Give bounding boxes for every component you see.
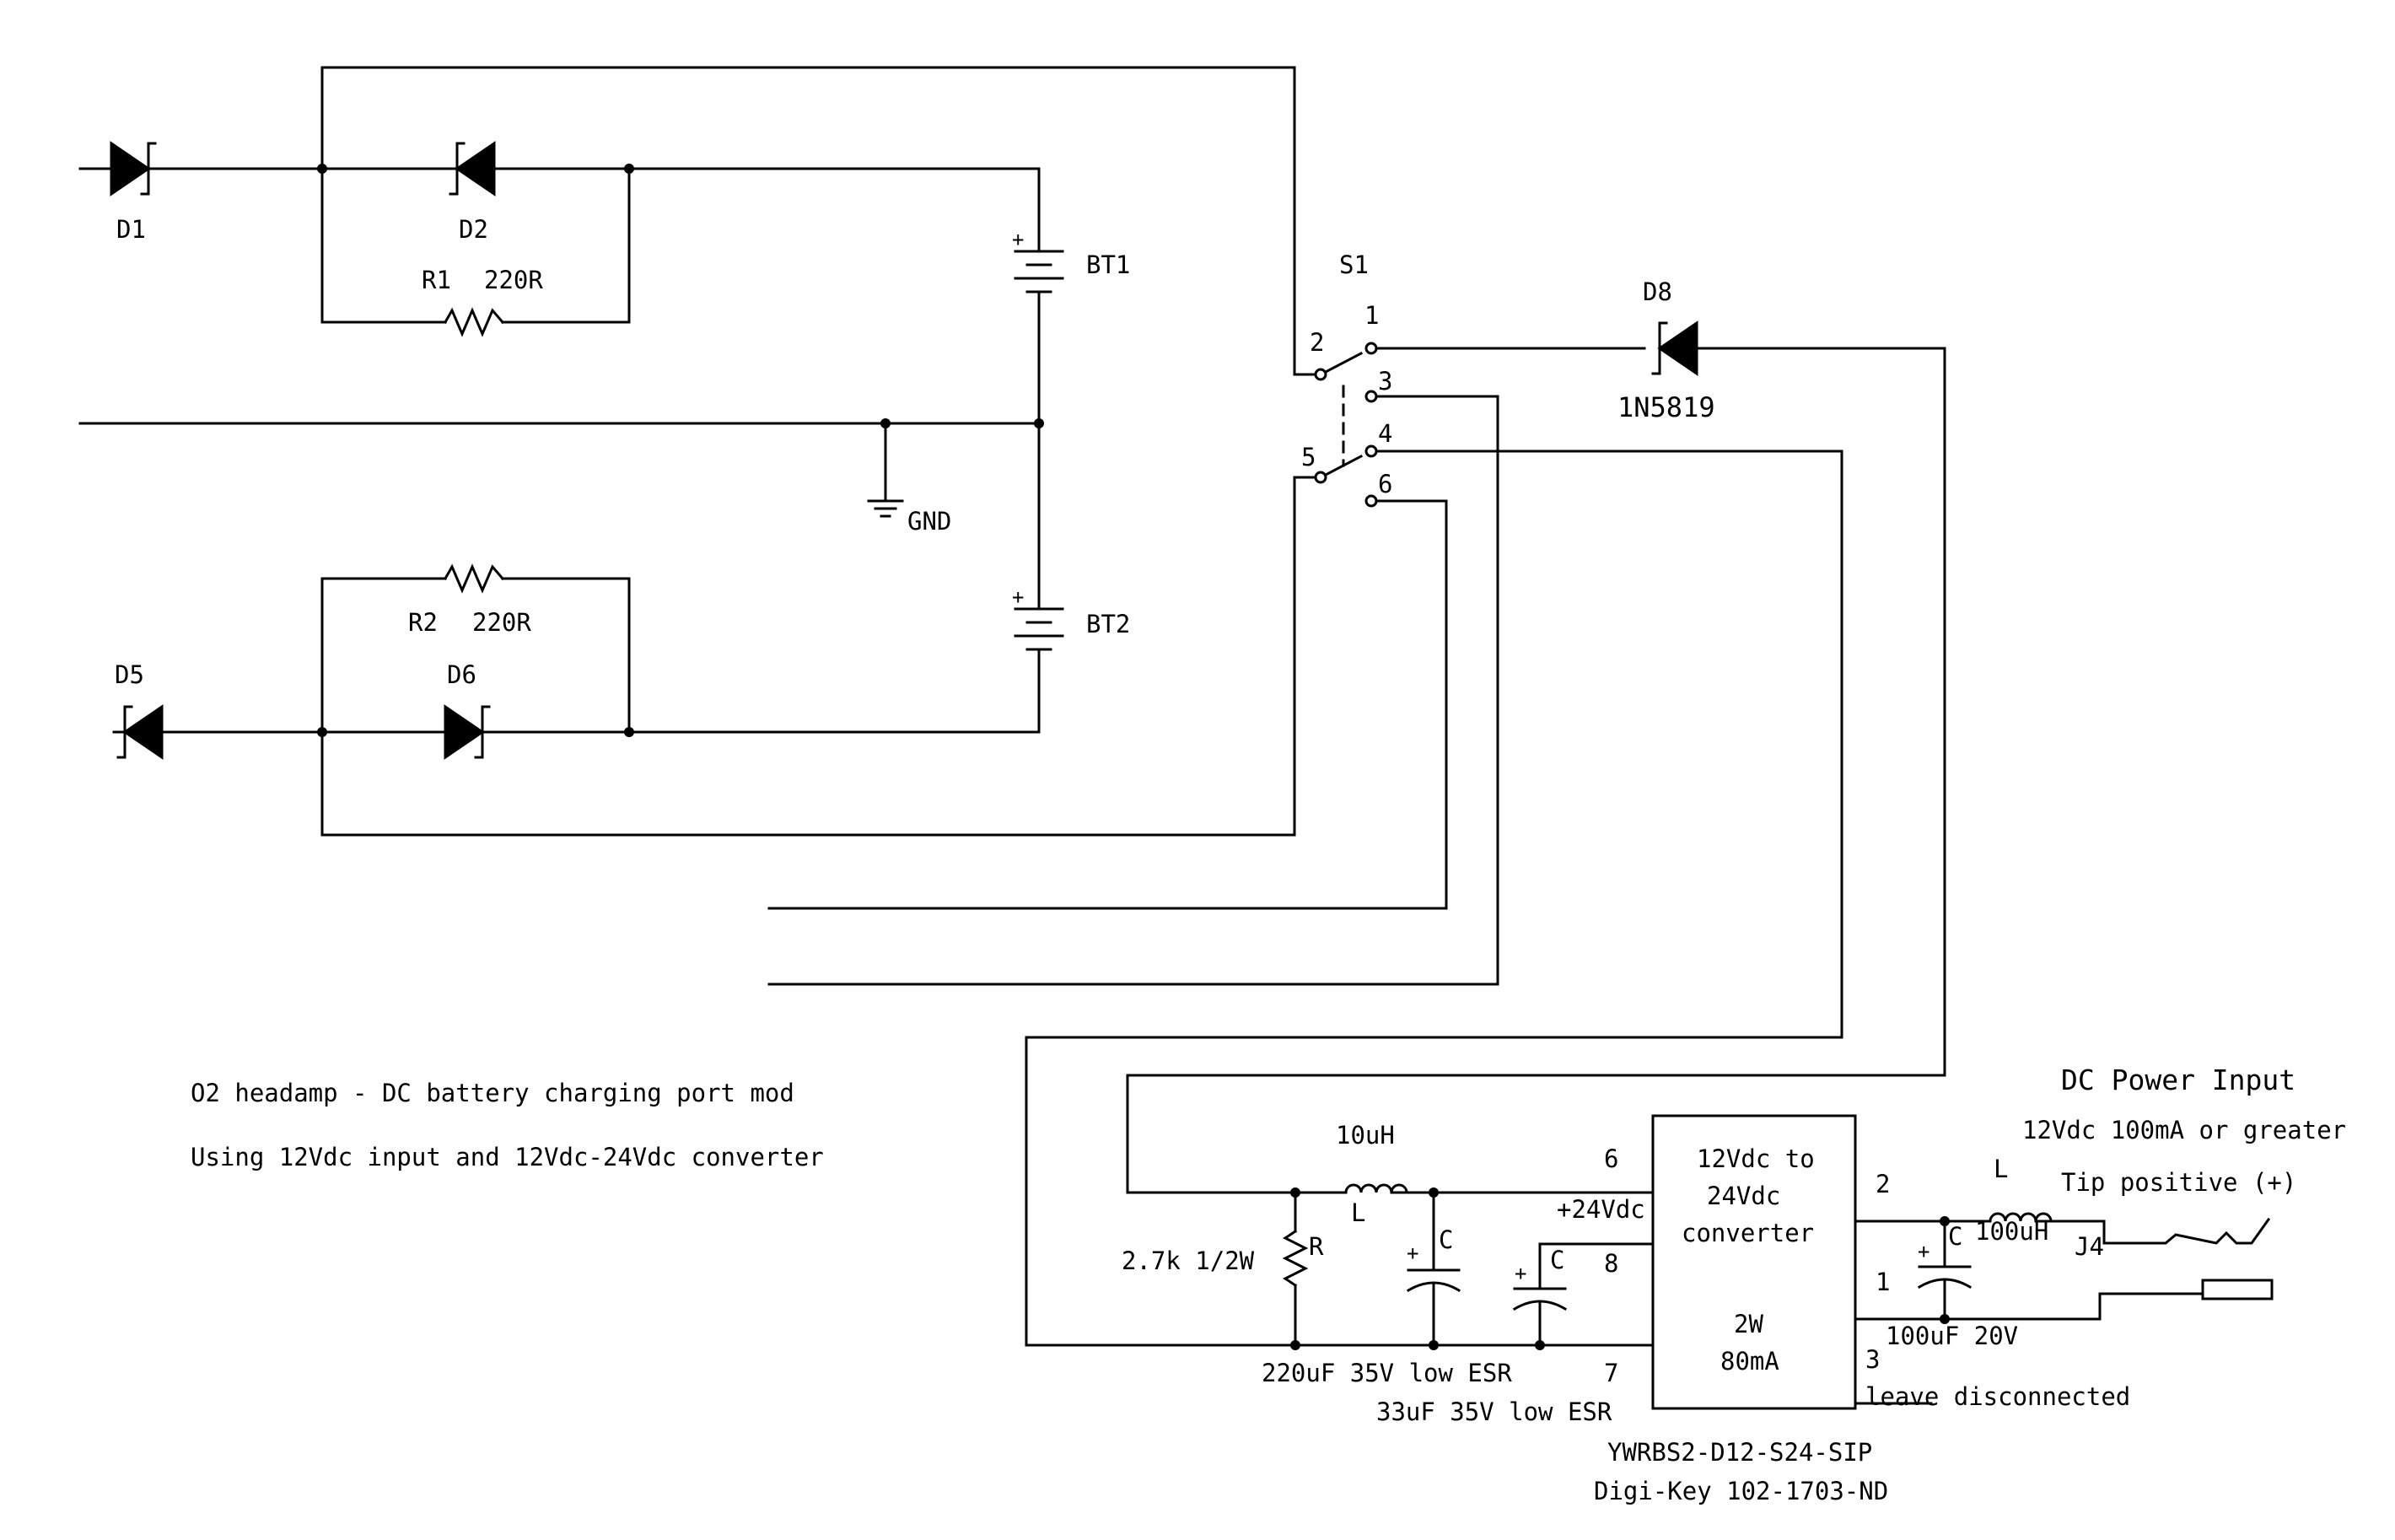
resistor-r1: [443, 307, 505, 337]
label-cap-220uf-value: 220uF 35V low ESR: [1262, 1359, 1512, 1387]
label-converter-vendor: Digi-Key 102-1703-ND: [1594, 1477, 1888, 1505]
label-converter-pin2: 2: [1876, 1170, 1890, 1198]
diode-d2: [449, 141, 496, 197]
label-converter-pin7: 7: [1604, 1359, 1618, 1387]
label-d5: D5: [115, 660, 144, 689]
label-bt1: BT1: [1086, 250, 1130, 279]
label-inductor-10uh-ref: L: [1351, 1198, 1365, 1227]
junctions-left: [317, 164, 1044, 737]
label-converter-pin3-note: leave disconnected: [1865, 1382, 2130, 1411]
resistor-2-7k: [1282, 1229, 1309, 1288]
label-r2: R2: [408, 608, 438, 637]
inductor-100uh: [1989, 1212, 2053, 1223]
label-cap-100uf-ref: C: [1948, 1222, 1962, 1251]
wire-bottom-loop: [320, 476, 1317, 837]
junctions-input: [1940, 1216, 1950, 1324]
label-jack-j4: J4: [2075, 1232, 2104, 1261]
battery-charging-network: [78, 66, 1317, 837]
label-r2-value: 220R: [472, 608, 531, 637]
note-title: O2 headamp - DC battery charging port mo…: [191, 1079, 794, 1107]
labels: D1 D2 R1 220R + BT1 GND R2 220R + BT2 D5…: [115, 215, 2346, 1505]
diode-d5: [116, 704, 164, 760]
diode-d8: [1651, 320, 1698, 376]
battery-bt2: [1014, 607, 1064, 651]
label-r1: R1: [422, 266, 451, 294]
label-s1-pin5: 5: [1301, 443, 1316, 471]
label-cap-220uf-ref: C: [1439, 1225, 1453, 1254]
label-s1-pin2: 2: [1310, 328, 1324, 357]
input-filter: [1854, 1212, 2274, 1405]
label-power-input-title: DC Power Input: [2061, 1063, 2295, 1096]
switch-s1: [1314, 342, 1378, 508]
label-d8-value: 1N5819: [1617, 391, 1715, 423]
label-s1-pin6: 6: [1378, 470, 1392, 498]
label-gnd: GND: [907, 507, 951, 536]
label-d2: D2: [459, 215, 488, 244]
label-bt2: BT2: [1086, 610, 1130, 638]
label-inductor-10uh-value: 10uH: [1336, 1121, 1395, 1150]
label-converter-line4: 2W: [1734, 1310, 1763, 1338]
jack-tip: [2102, 1217, 2271, 1245]
wire-r2-loop: [320, 577, 447, 734]
label-s1: S1: [1339, 250, 1369, 279]
label-cap-100uf-value: 100uF 20V: [1886, 1322, 2018, 1350]
label-bt1-plus: +: [1012, 228, 1024, 251]
label-inductor-100uh-ref: L: [1994, 1155, 2008, 1183]
label-cap-220uf-plus: +: [1407, 1241, 1418, 1265]
label-converter-line1: 12Vdc to: [1697, 1144, 1815, 1173]
label-power-input-polarity: Tip positive (+): [2061, 1168, 2296, 1197]
wire-r2-right: [501, 577, 631, 734]
converter-module: [1651, 1114, 1857, 1410]
resistor-r2: [443, 563, 505, 594]
wire-r1-right: [501, 167, 631, 324]
label-converter-line2: 24Vdc: [1707, 1182, 1780, 1210]
label-s1-pin3: 3: [1378, 367, 1392, 396]
label-converter-out: +24Vdc: [1557, 1195, 1645, 1224]
label-d1: D1: [116, 215, 146, 244]
label-resistor-ref: R: [1309, 1232, 1324, 1261]
wire-r1-loop: [320, 167, 447, 324]
note-subtitle: Using 12Vdc input and 12Vdc-24Vdc conver…: [191, 1143, 824, 1171]
label-cap-33uf-ref: C: [1550, 1246, 1564, 1274]
wire-s1-pin3: [767, 395, 1499, 986]
label-cap-100uf-plus: +: [1918, 1240, 1929, 1263]
label-bt2-plus: +: [1012, 585, 1024, 609]
battery-bt1: [1014, 250, 1064, 293]
label-converter-pin3: 3: [1865, 1345, 1880, 1374]
label-r1-value: 220R: [484, 266, 543, 294]
label-s1-pin4: 4: [1378, 419, 1392, 448]
label-d6: D6: [447, 660, 476, 689]
label-power-input-spec: 12Vdc 100mA or greater: [2022, 1116, 2346, 1144]
jack-sleeve: [2201, 1279, 2274, 1300]
wire-d8-to-output: [1126, 347, 1946, 1194]
label-d8: D8: [1643, 277, 1672, 306]
wire-top-loop: [320, 66, 1317, 376]
label-converter-pin8: 8: [1604, 1249, 1618, 1278]
output-filter: [1282, 1183, 1655, 1350]
ground-symbol: [867, 499, 904, 518]
label-converter-part: YWRBS2-D12-S24-SIP: [1607, 1438, 1872, 1467]
label-converter-pin6: 6: [1604, 1144, 1618, 1173]
label-s1-pin1: 1: [1364, 301, 1379, 330]
label-converter-line3: converter: [1682, 1219, 1814, 1247]
label-converter-pin1: 1: [1876, 1268, 1890, 1296]
inductor-10uh-coils: [1344, 1183, 1408, 1194]
label-converter-line5: 80mA: [1720, 1347, 1779, 1376]
wire-s1-pin4: [1025, 450, 1843, 1347]
label-resistor-value: 2.7k 1/2W: [1122, 1247, 1255, 1275]
label-cap-33uf-plus: +: [1515, 1262, 1526, 1285]
wire-s1-pin6: [767, 499, 1448, 910]
label-cap-33uf-value: 33uF 35V low ESR: [1376, 1397, 1612, 1426]
junctions-output: [1290, 1187, 1545, 1350]
label-inductor-100uh-value: 100uH: [1975, 1217, 2048, 1246]
